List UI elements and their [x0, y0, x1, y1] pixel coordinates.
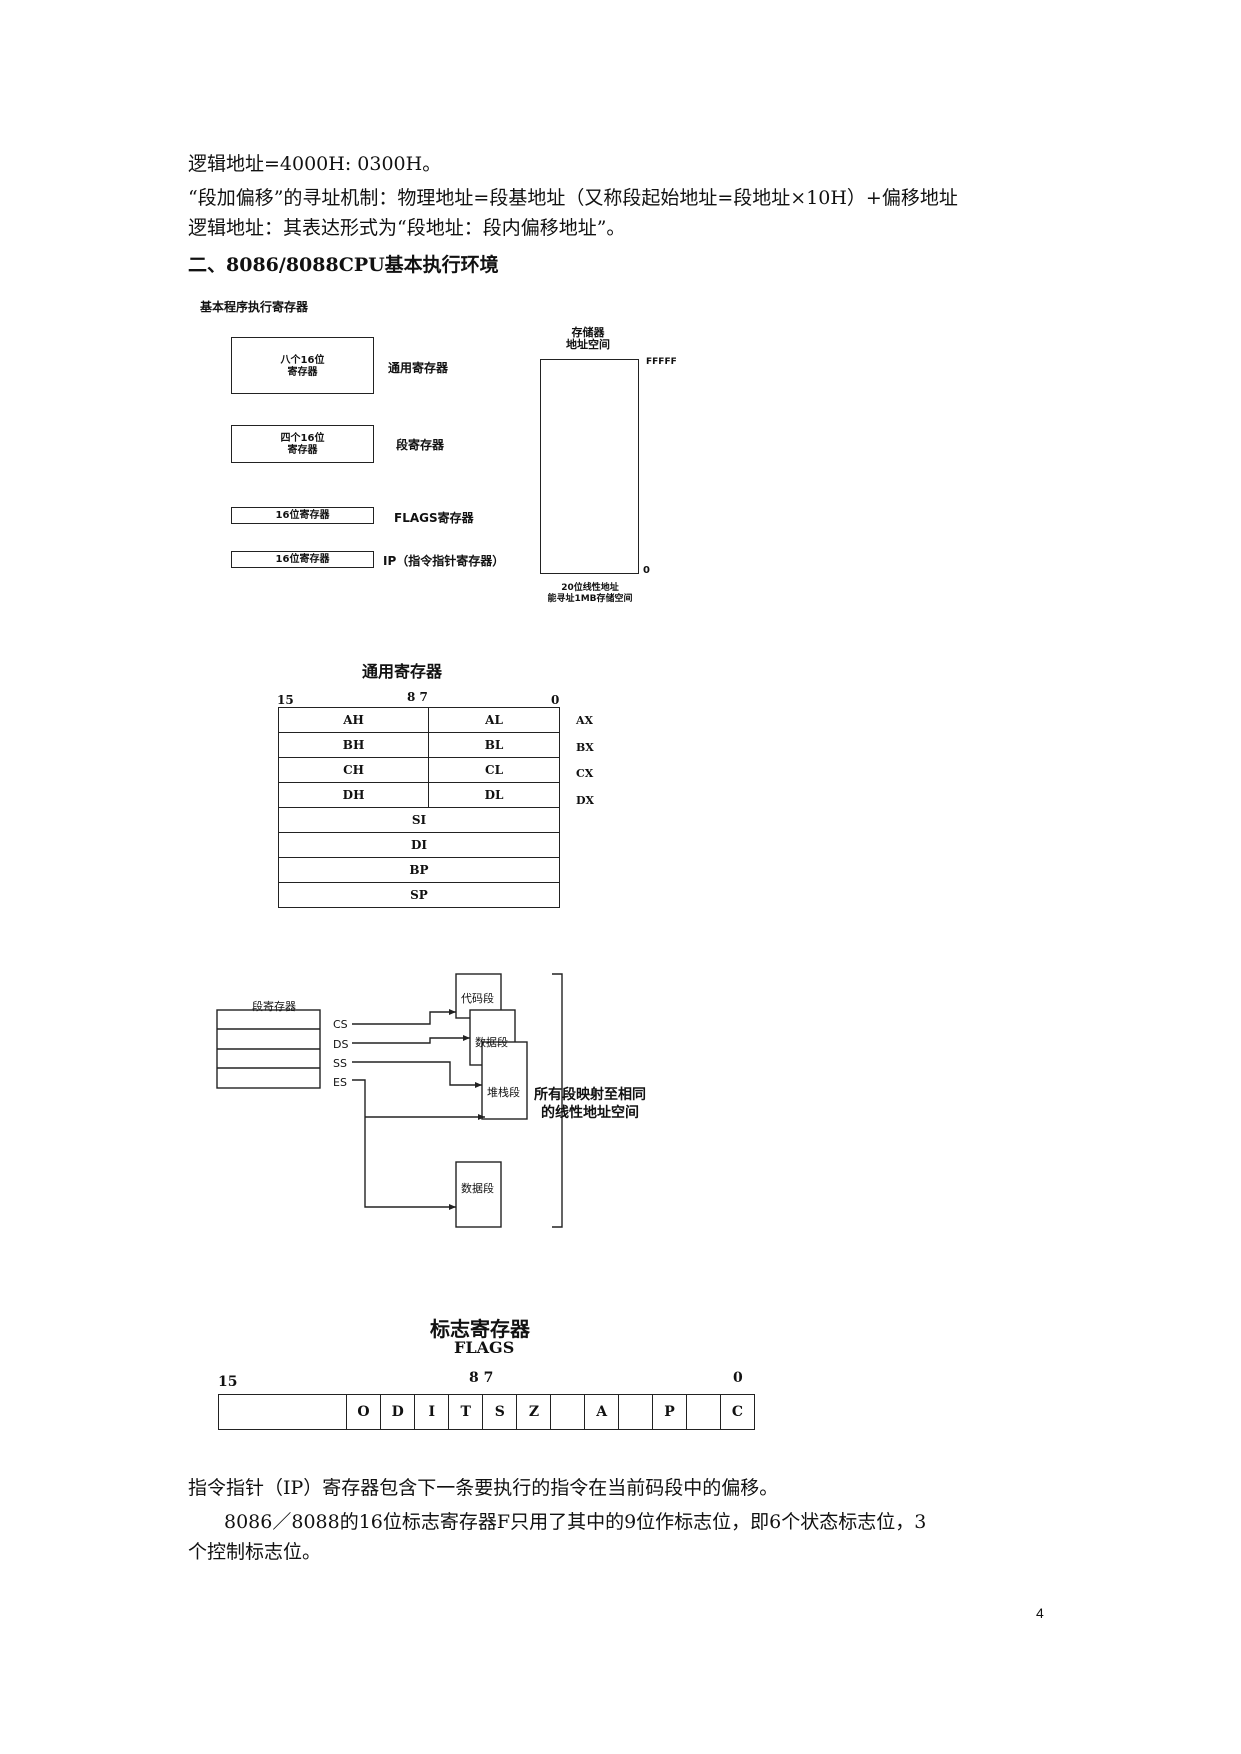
reg-di: DI [278, 832, 560, 858]
fig1-box-general: 八个16位 寄存器 [231, 337, 374, 394]
fig1-label-flags: FLAGS寄存器 [394, 511, 474, 525]
fig1-box-segment: 四个16位 寄存器 [231, 425, 374, 463]
flag-cell-blank-1 [550, 1394, 586, 1430]
fig2-title: 通用寄存器 [362, 662, 443, 681]
text-logical-address-example: 逻辑地址=4000H: 0300H。 [188, 153, 442, 175]
fig1-title: 基本程序执行寄存器 [200, 300, 309, 314]
fig1-label-segment: 段寄存器 [396, 438, 445, 452]
reg-bx-label: BX [576, 741, 594, 754]
reg-cl: CL [428, 757, 560, 783]
text-flags-description-1: 8086／8088的16位标志寄存器F只用了其中的9位作标志位，即6个状态标志位… [224, 1511, 927, 1533]
fig4-flags-table: O D I T S Z A P C [218, 1394, 756, 1430]
fig1-box-flags-text: 16位寄存器 [275, 510, 330, 521]
fig4-bit87: 8 7 [469, 1370, 494, 1386]
page-number: 4 [1036, 1605, 1044, 1621]
text-flags-description-2: 个控制标志位。 [188, 1541, 322, 1563]
fig3-bracket [552, 973, 563, 1228]
section-heading: 二、8086/8088CPU基本执行环境 [188, 254, 499, 276]
fig3-data-segment2-box [455, 1161, 502, 1228]
flag-cell-p: P [651, 1394, 688, 1430]
fig3-ds: DS [333, 1038, 349, 1051]
fig1-box-ip: 16位寄存器 [231, 551, 374, 568]
fig1-memory-top-address: FFFFF [646, 357, 677, 367]
fig3-arrow-cs [352, 1011, 456, 1025]
fig1-memory-caption: 20位线性地址 能寻址1MB存储空间 [547, 583, 633, 604]
fig2-bit0: 0 [551, 693, 560, 707]
fig1-box-flags: 16位寄存器 [231, 507, 374, 524]
fig3-arrow-ss [352, 1061, 482, 1086]
fig1-memory-title: 存储器 地址空间 [566, 326, 610, 351]
fig1-memory-box [540, 359, 639, 574]
fig3-arrow-es-lower [352, 1079, 456, 1208]
flag-cell-a: A [584, 1394, 620, 1430]
fig3-data-segment-2: 数据段 [461, 1182, 494, 1195]
reg-dx-label: DX [576, 794, 595, 807]
fig3-code-segment: 代码段 [461, 992, 494, 1005]
flag-cell-reserved [218, 1394, 347, 1430]
fig1-box-general-text: 八个16位 寄存器 [280, 355, 325, 378]
reg-bh: BH [277, 732, 430, 758]
flag-cell-t: T [448, 1394, 484, 1430]
fig3-stack-segment-box [481, 1041, 528, 1120]
fig3-data-segment: 数据段 [475, 1036, 508, 1049]
reg-ch: CH [277, 757, 430, 783]
reg-ah: AH [277, 707, 430, 733]
fig3-stack-segment: 堆栈段 [487, 1086, 520, 1099]
reg-al: AL [428, 707, 560, 733]
fig4-subtitle: FLAGS [454, 1338, 515, 1357]
flag-cell-blank-3 [686, 1394, 721, 1430]
fig3-arrow-ds [352, 1037, 470, 1044]
reg-ax-label: AX [576, 714, 594, 727]
fig4-title: 标志寄存器 [430, 1317, 530, 1341]
reg-cx-label: CX [576, 767, 594, 780]
fig4-bit0: 0 [733, 1370, 743, 1386]
reg-dl: DL [428, 782, 560, 808]
flag-cell-d: D [380, 1394, 416, 1430]
reg-bl: BL [428, 732, 560, 758]
fig1-box-ip-text: 16位寄存器 [275, 554, 330, 565]
fig1-label-ip: IP（指令指针寄存器） [383, 554, 505, 568]
flag-cell-blank-2 [618, 1394, 653, 1430]
fig3-cs: CS [333, 1018, 348, 1031]
fig4-bit15: 15 [218, 1374, 238, 1390]
text-logical-address-form: 逻辑地址：其表达形式为“段地址：段内偏移地址”。 [188, 217, 626, 239]
text-ip-description: 指令指针（IP）寄存器包含下一条要执行的指令在当前码段中的偏移。 [188, 1477, 779, 1499]
flag-cell-c: C [719, 1394, 756, 1430]
fig2-bit87: 8 7 [407, 690, 428, 704]
flag-cell-o: O [345, 1394, 382, 1430]
fig1-box-segment-text: 四个16位 寄存器 [280, 433, 325, 456]
flag-cell-z: Z [516, 1394, 552, 1430]
reg-sp: SP [278, 882, 560, 908]
flag-cell-i: I [414, 1394, 450, 1430]
flag-cell-s: S [482, 1394, 518, 1430]
reg-bp: BP [278, 857, 560, 883]
fig3-diagram [216, 973, 563, 1228]
fig3-es: ES [333, 1076, 347, 1089]
fig1-label-general: 通用寄存器 [388, 361, 449, 375]
fig2-bit15: 15 [277, 693, 294, 707]
fig3-ss: SS [333, 1057, 347, 1070]
reg-si: SI [278, 807, 560, 833]
reg-dh: DH [277, 782, 430, 808]
fig1-memory-bottom-address: 0 [643, 565, 650, 576]
fig3-note: 所有段映射至相同 的线性地址空间 [534, 1087, 646, 1121]
text-segment-offset-mechanism: “段加偏移”的寻址机制：物理地址=段基地址（又称段起始地址=段地址×10H）+偏… [188, 187, 958, 209]
